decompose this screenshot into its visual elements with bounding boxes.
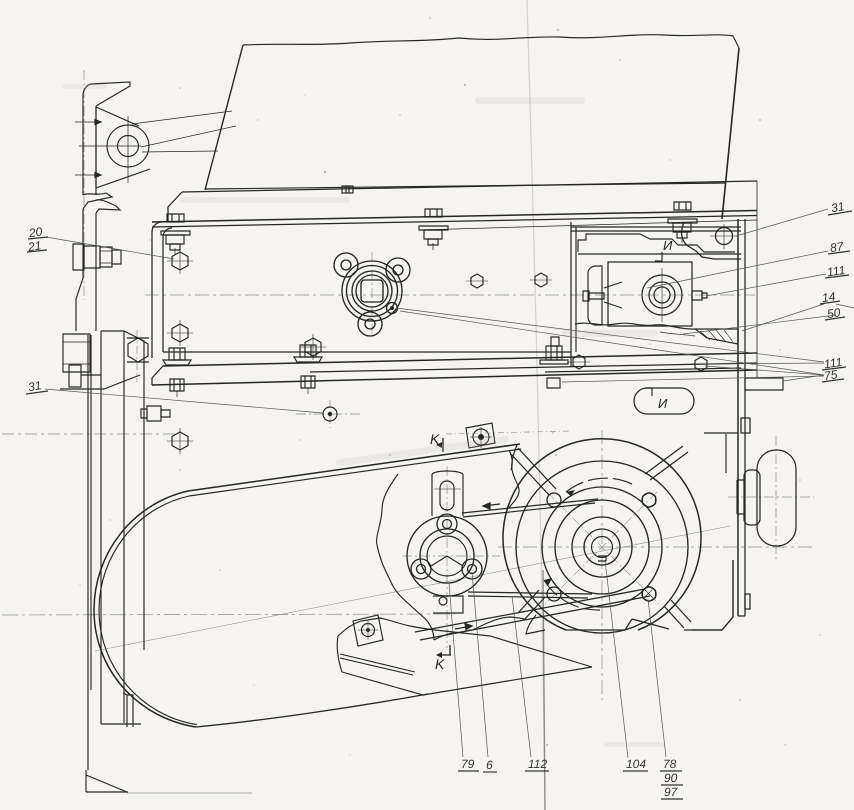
svg-text:111: 111 bbox=[826, 263, 846, 279]
svg-text:112: 112 bbox=[528, 757, 547, 771]
svg-text:14: 14 bbox=[821, 289, 836, 305]
svg-text:6: 6 bbox=[486, 758, 493, 772]
svg-text:21: 21 bbox=[26, 238, 42, 254]
svg-text:75: 75 bbox=[823, 367, 838, 383]
svg-text:78: 78 bbox=[663, 757, 677, 771]
svg-text:31: 31 bbox=[830, 199, 846, 215]
svg-text:K: K bbox=[435, 656, 445, 672]
svg-text:111: 111 bbox=[823, 355, 843, 371]
svg-text:K: K bbox=[430, 431, 440, 447]
svg-text:87: 87 bbox=[829, 239, 845, 255]
svg-text:31: 31 bbox=[27, 378, 43, 394]
svg-text:50: 50 bbox=[826, 305, 841, 321]
svg-text:И: И bbox=[663, 238, 673, 253]
svg-text:97: 97 bbox=[664, 785, 679, 799]
svg-text:79: 79 bbox=[461, 757, 475, 771]
svg-text:20: 20 bbox=[27, 224, 43, 240]
svg-text:104: 104 bbox=[626, 757, 646, 771]
svg-text:90: 90 bbox=[664, 771, 678, 785]
svg-text:И: И bbox=[658, 396, 668, 411]
